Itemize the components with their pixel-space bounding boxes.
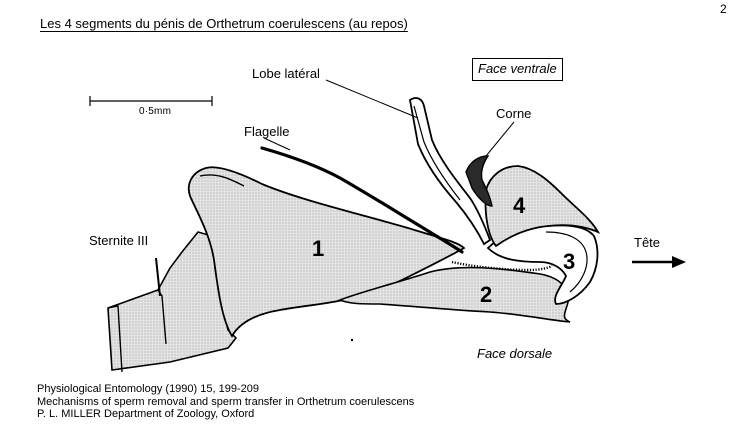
leader-lines: [263, 79, 515, 157]
segment-2-number: 2: [480, 282, 493, 307]
lobe-lateral-inner: [413, 105, 461, 201]
sternite-marker: [155, 257, 161, 297]
reference-journal: Physiological Entomology (1990) 15, 199-…: [37, 383, 259, 395]
tete-label: Tête: [634, 235, 661, 250]
segment-1-ridge: [199, 174, 245, 187]
face-dorsale-label: Face dorsale: [477, 346, 553, 361]
segment-3-number: 3: [563, 249, 576, 274]
tete-arrow: [632, 256, 686, 268]
stray-dot: [350, 338, 354, 342]
segment-1-number: 1: [312, 236, 325, 261]
segment-1-shape: [187, 166, 466, 338]
sternite-label: Sternite III: [89, 233, 149, 248]
reference-article-title: Mechanisms of sperm removal and sperm tr…: [37, 395, 415, 408]
face-ventrale-label: Face ventrale: [472, 58, 563, 81]
lobe-lateral-shape: [409, 97, 492, 246]
segment-2-shape: [337, 266, 571, 323]
segment-3-inner: [545, 231, 588, 293]
reference-author: P. L. MILLER Department of Zoology, Oxfo…: [37, 408, 255, 420]
diagram-title: Les 4 segments du pénis de Orthetrum coe…: [40, 16, 408, 31]
corne-label: Corne: [496, 106, 532, 121]
corne-shape: [465, 155, 493, 207]
scale-bar: [89, 96, 213, 106]
flagelle-shape: [260, 146, 464, 254]
page-number: 2: [720, 2, 727, 16]
flagelle-label: Flagelle: [244, 124, 290, 139]
segment-4-number: 4: [513, 193, 526, 218]
segment-4-shape: [484, 165, 601, 248]
lobe-lateral-label: Lobe latéral: [252, 66, 320, 81]
reference-block: Physiological Entomology (1990) 15, 199-…: [37, 383, 414, 421]
segment-2-comb: [451, 260, 553, 272]
scale-bar-label: 0·5mm: [139, 106, 172, 117]
